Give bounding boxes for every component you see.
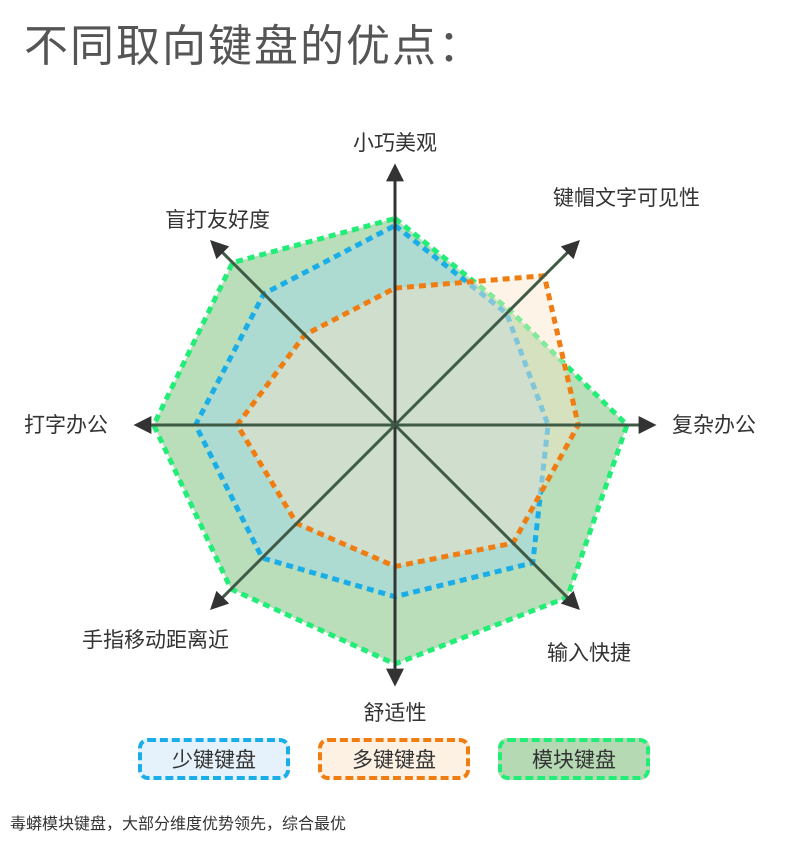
legend-item-shaojian: 少键键盘 xyxy=(138,738,290,780)
axis-label-1: 键帽文字可见性 xyxy=(553,186,700,210)
axis-line-1 xyxy=(393,240,580,427)
series-layer xyxy=(151,216,630,667)
footnote: 毒蟒模块键盘，大部分维度优势领先，综合最优 xyxy=(10,814,347,833)
legend-item-mokuai: 模块键盘 xyxy=(498,738,650,780)
axis-line-3 xyxy=(393,423,580,610)
legend-item-duojian: 多键键盘 xyxy=(318,738,470,780)
axis-label-6: 打字办公 xyxy=(24,413,108,437)
legend-label: 多键键盘 xyxy=(352,748,436,772)
axis-label-5: 手指移动距离近 xyxy=(82,628,229,652)
legend-label: 少键键盘 xyxy=(172,748,256,772)
axis-label-3: 输入快捷 xyxy=(547,641,631,665)
axis-label-0: 小巧美观 xyxy=(353,131,437,155)
page-title: 不同取向键盘的优点： xyxy=(24,21,484,72)
axis-label-7: 盲打友好度 xyxy=(165,208,270,232)
axis-label-4: 舒适性 xyxy=(364,701,427,725)
axis-layer xyxy=(133,163,657,687)
axis-label-2: 复杂办公 xyxy=(672,413,756,437)
axis-line-7 xyxy=(210,240,397,427)
legend-label: 模块键盘 xyxy=(532,748,616,772)
axis-line-5 xyxy=(210,423,397,610)
